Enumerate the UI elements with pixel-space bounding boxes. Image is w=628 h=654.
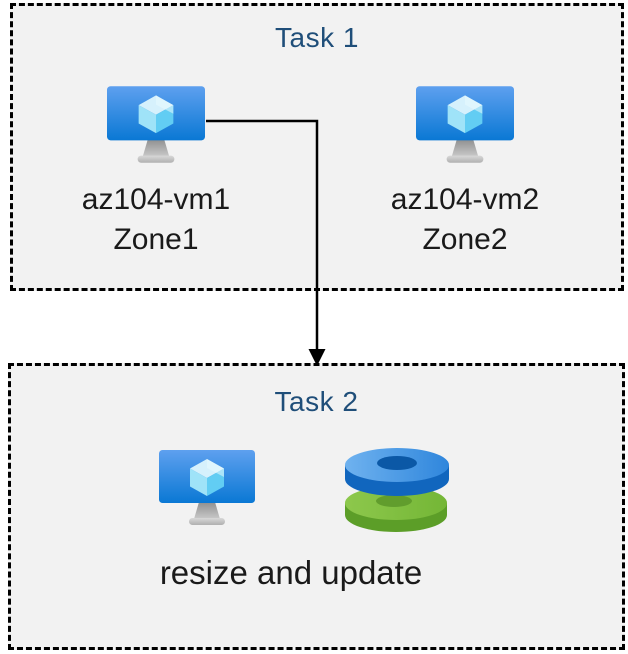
vm2-label: az104-vm2 Zone2	[350, 180, 580, 260]
vm2-zone: Zone2	[422, 223, 508, 256]
task1-panel: Task 1 az104-vm1 Zone1 az104-vm2 Zone2	[10, 3, 624, 291]
vm-node-az104-vm1: az104-vm1 Zone1	[41, 86, 271, 260]
virtual-machine-icon	[107, 86, 205, 163]
vm-node-az104-vm2: az104-vm2 Zone2	[350, 86, 580, 260]
vm2-name: az104-vm2	[390, 183, 540, 216]
virtual-machine-icon	[159, 450, 255, 525]
task2-caption: resize and update	[159, 554, 423, 591]
vm1-name: az104-vm1	[81, 183, 231, 216]
task2-title: Task 2	[274, 386, 359, 417]
managed-disks-icon	[345, 448, 449, 532]
task1-title: Task 1	[275, 22, 359, 53]
virtual-machine-icon	[416, 86, 514, 163]
vm1-zone: Zone1	[113, 223, 199, 256]
task2-panel: Task 2 resize and update	[8, 363, 625, 650]
vm1-label: az104-vm1 Zone1	[41, 180, 271, 260]
